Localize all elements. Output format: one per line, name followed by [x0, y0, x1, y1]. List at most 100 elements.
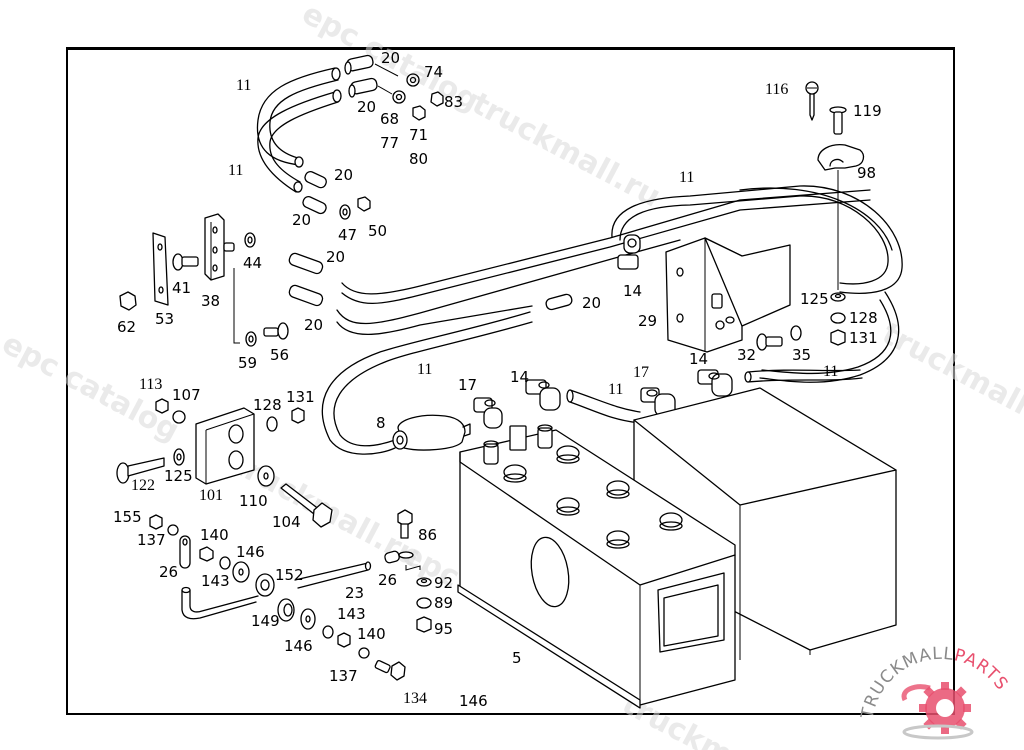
terminal-clamp-14-left[interactable] — [525, 379, 561, 411]
cable-lug-26-right[interactable] — [384, 550, 421, 571]
callout-11: 11 — [236, 77, 251, 94]
cable-23[interactable] — [181, 561, 372, 620]
washer-35[interactable] — [790, 325, 802, 341]
washer-107[interactable] — [172, 410, 186, 424]
callout-116: 116 — [765, 81, 788, 98]
washer-146-top[interactable] — [232, 561, 250, 583]
cable-lug-20-mid[interactable] — [301, 170, 328, 215]
callout-125: 125 — [164, 467, 193, 485]
washer-89[interactable] — [416, 597, 432, 609]
washer-137-top[interactable] — [167, 524, 179, 536]
callout-77: 77 — [380, 134, 399, 152]
nut-140-bottom[interactable] — [337, 632, 351, 648]
callout-5: 5 — [512, 649, 522, 667]
screw-41[interactable] — [172, 253, 199, 271]
cable-lug-20-lower[interactable] — [288, 252, 573, 311]
callout-11: 11 — [228, 162, 243, 179]
callout-56: 56 — [270, 346, 289, 364]
washers-74-68[interactable] — [392, 73, 420, 104]
callout-26: 26 — [378, 571, 397, 589]
callout-32: 32 — [737, 346, 756, 364]
washer-137-bottom[interactable] — [358, 647, 370, 659]
callout-125: 125 — [800, 290, 829, 308]
nut-140-top[interactable] — [199, 546, 214, 562]
leader-line — [233, 268, 240, 344]
nut-155[interactable] — [149, 514, 163, 530]
screw-32[interactable] — [756, 333, 783, 351]
callout-101: 101 — [199, 487, 223, 504]
nut-113[interactable] — [155, 398, 169, 414]
bolt-86[interactable] — [397, 509, 413, 539]
callout-95: 95 — [434, 620, 453, 638]
cable-11-top[interactable] — [256, 67, 342, 193]
screw-116[interactable] — [805, 81, 819, 121]
washer-143-bottom[interactable] — [322, 625, 334, 639]
callout-137: 137 — [329, 667, 358, 685]
callout-11: 11 — [679, 169, 694, 186]
screw-119[interactable] — [829, 106, 847, 135]
bolt-134[interactable] — [374, 660, 406, 681]
relay-29[interactable] — [665, 237, 791, 353]
callout-20: 20 — [292, 211, 311, 229]
cable-11-short[interactable] — [566, 369, 863, 424]
washer-125-top[interactable] — [830, 292, 846, 302]
callout-59: 59 — [238, 354, 257, 372]
truckmall-parts-logo[interactable]: TRUCKMALLPARTS — [857, 644, 1011, 740]
callout-128: 128 — [849, 309, 878, 327]
callout-26: 26 — [159, 563, 178, 581]
callout-146: 146 — [284, 637, 313, 655]
callout-146: 146 — [459, 692, 488, 710]
callout-17: 17 — [458, 376, 477, 394]
washer-146-bottom[interactable] — [300, 608, 316, 630]
washer-47[interactable] — [339, 204, 351, 220]
battery-5[interactable] — [457, 424, 736, 709]
callout-41: 41 — [172, 279, 191, 297]
nut-131-left[interactable] — [291, 407, 305, 424]
callout-20: 20 — [381, 49, 400, 67]
cable-lug-26-left[interactable] — [179, 535, 191, 569]
callout-113: 113 — [139, 376, 162, 393]
terminal-cover-8[interactable] — [392, 414, 471, 451]
callout-62: 62 — [117, 318, 136, 336]
nuts-83-71[interactable] — [412, 91, 444, 121]
washer-44[interactable] — [244, 232, 256, 248]
washer-59[interactable] — [245, 331, 257, 347]
grommet-149[interactable] — [277, 598, 295, 622]
terminal-clamp-17-right[interactable] — [640, 387, 676, 417]
callout-119: 119 — [853, 102, 882, 120]
connector-block-101[interactable] — [195, 407, 255, 485]
nut-131-top[interactable] — [830, 329, 846, 346]
callout-137: 137 — [137, 531, 166, 549]
nut-50[interactable] — [357, 196, 371, 212]
terminal-clamp-17-left[interactable] — [473, 397, 503, 429]
callout-38: 38 — [201, 292, 220, 310]
callout-29: 29 — [638, 312, 657, 330]
plate-53[interactable] — [152, 232, 169, 306]
washer-110[interactable] — [257, 465, 275, 487]
callout-143: 143 — [337, 605, 366, 623]
screw-56[interactable] — [263, 322, 289, 340]
callout-155: 155 — [113, 508, 142, 526]
nut-95[interactable] — [416, 616, 432, 633]
callout-47: 47 — [338, 226, 357, 244]
callout-14: 14 — [623, 282, 642, 300]
cable-lug-20-top[interactable] — [344, 54, 399, 98]
bracket-38[interactable] — [204, 213, 235, 281]
callout-92: 92 — [434, 574, 453, 592]
callout-149: 149 — [251, 612, 280, 630]
bolt-104[interactable] — [280, 483, 333, 528]
washer-128-top[interactable] — [830, 312, 846, 324]
washer-92[interactable] — [416, 577, 432, 587]
nut-62[interactable] — [119, 291, 137, 311]
grommet-152[interactable] — [255, 573, 275, 597]
cable-11-long[interactable] — [321, 189, 871, 455]
washer-143-top[interactable] — [219, 556, 231, 570]
washer-128-left[interactable] — [266, 416, 278, 432]
terminal-clamp-14-right[interactable] — [697, 369, 733, 397]
callout-68: 68 — [380, 110, 399, 128]
callout-20: 20 — [326, 248, 345, 266]
bolt-122[interactable] — [116, 457, 165, 484]
washer-125-left[interactable] — [173, 448, 185, 466]
terminal-clamp-14-top[interactable] — [617, 234, 641, 270]
clip-98[interactable] — [817, 144, 865, 290]
